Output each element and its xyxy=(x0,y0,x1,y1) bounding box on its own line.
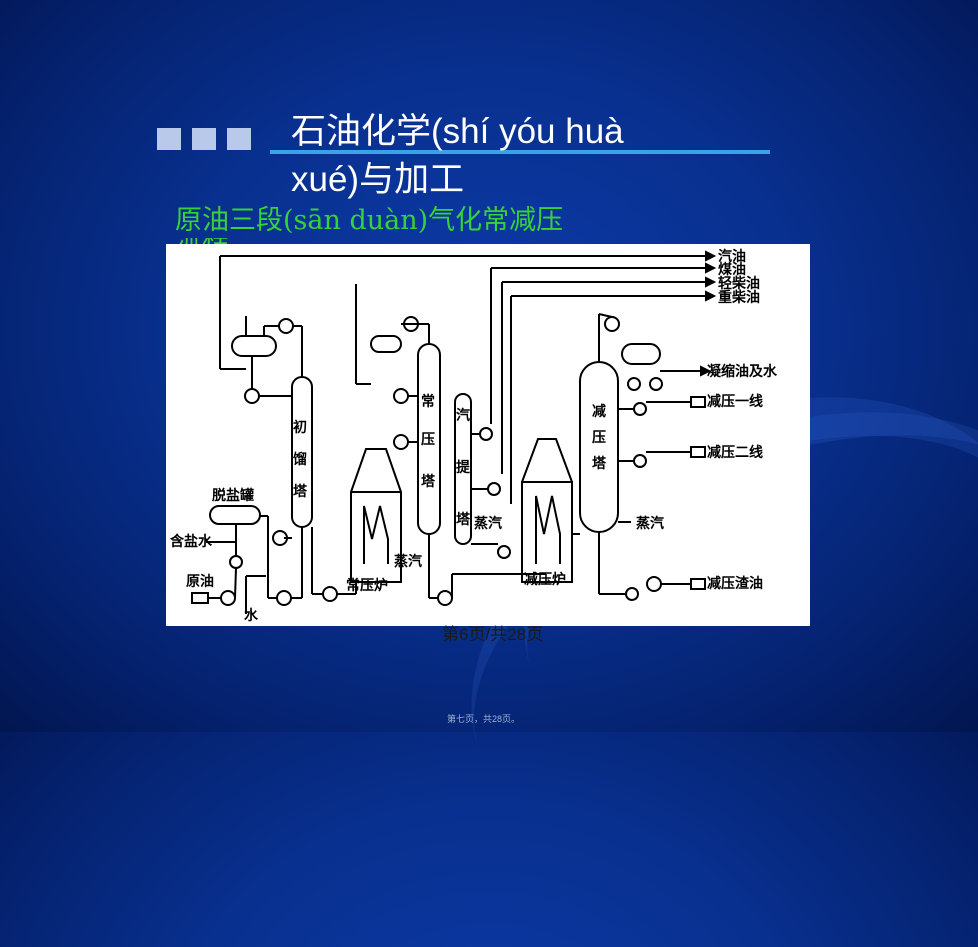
vac-residue-label: 减压渣油 xyxy=(707,575,763,592)
tower-vac-label: 减 xyxy=(592,403,606,420)
product-label: 轻柴油 xyxy=(718,275,760,292)
slide-subtitle: 原油三段(sān duàn)气化常减压 xyxy=(175,205,564,236)
water-label: 水 xyxy=(244,607,259,624)
atm-furnace-label: 常压炉 xyxy=(346,577,388,594)
crude-oil-label: 原油 xyxy=(186,573,214,590)
title-bullets xyxy=(157,128,251,150)
product-label: 汽油 xyxy=(718,248,746,265)
bullet-square xyxy=(157,128,181,150)
product-label: 煤油 xyxy=(718,261,746,278)
tower-stripper-label: 汽 xyxy=(456,407,470,424)
product-label: 重柴油 xyxy=(718,289,760,306)
tower-initial-label: 初 xyxy=(293,419,307,436)
vac-line2-label: 减压二线 xyxy=(707,444,763,461)
tower-vac-label: 压 xyxy=(592,430,606,446)
condensate-label: 凝缩油及水 xyxy=(707,363,778,380)
vac-furnace-label: 减压炉 xyxy=(524,571,566,588)
tower-initial-label: 塔 xyxy=(293,483,308,500)
process-flow-diagram: 汽油 煤油 轻柴油 重柴油 初 馏 塔 常 压 塔 汽 提 塔 减 压 塔 脱盐… xyxy=(166,244,810,626)
vac-line1-label: 减压一线 xyxy=(707,393,763,410)
slide-title: 石油化学(shí yóu huà xué)与加工 xyxy=(291,112,624,199)
tower-vac-label: 塔 xyxy=(592,455,607,472)
tower-atm-label: 压 xyxy=(421,432,435,448)
tower-atm-label: 塔 xyxy=(421,473,436,490)
page-number: 第6页/共28页 xyxy=(442,625,544,644)
desalter-label: 脱盐罐 xyxy=(212,487,254,504)
subtitle-overflow: 流程 xyxy=(175,238,270,246)
tower-initial-label: 馏 xyxy=(292,451,307,468)
tower-stripper-label: 塔 xyxy=(456,511,471,528)
footer-text: 第七页，共28页。 xyxy=(447,714,521,724)
salty-water-label: 含盐水 xyxy=(170,533,213,550)
steam-label: 蒸汽 xyxy=(394,553,422,570)
title-underline xyxy=(270,150,770,154)
tower-stripper-label: 提 xyxy=(456,460,471,476)
tower-atm-label: 常 xyxy=(421,393,435,410)
bullet-square xyxy=(192,128,216,150)
steam-label: 蒸汽 xyxy=(636,515,664,532)
bullet-square xyxy=(227,128,251,150)
steam-label: 蒸汽 xyxy=(474,515,502,532)
